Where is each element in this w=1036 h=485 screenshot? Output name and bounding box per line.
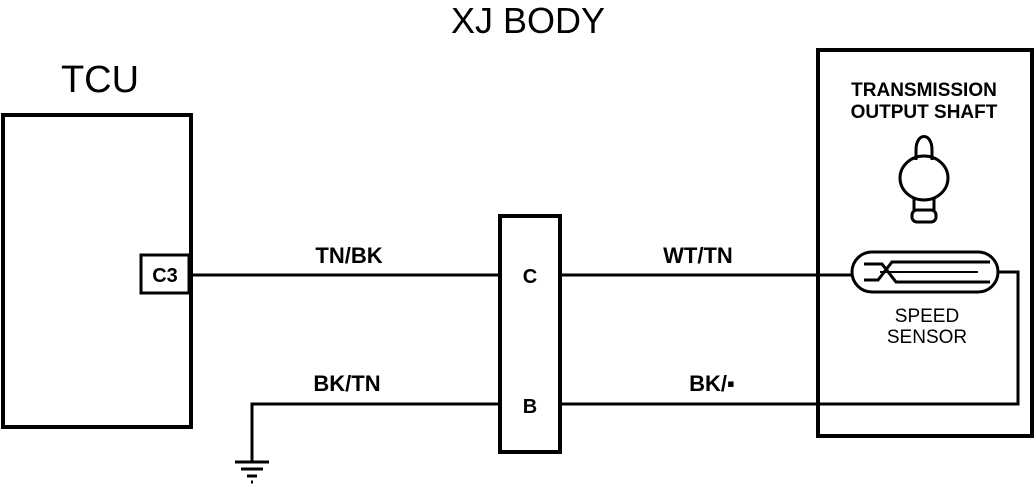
connector-pin-c: C [523, 266, 537, 288]
ground-icon [235, 460, 269, 484]
speed-sensor-label-line1: SPEED [895, 306, 959, 327]
wire-label-wt-tn: WT/TN [663, 243, 733, 268]
tcu-pin-box [139, 253, 191, 295]
connector-pin-b: B [523, 396, 537, 418]
output-shaft-icon [898, 135, 950, 224]
tcu-box [1, 113, 193, 429]
transmission-label-line2: OUTPUT SHAFT [851, 102, 998, 123]
wire-label-bk-tn: BK/TN [313, 371, 380, 396]
wire-connector-to-sensor-b [560, 270, 1020, 406]
transmission-box [816, 48, 1034, 438]
inline-connector [498, 214, 562, 454]
tcu-pin-label: C3 [152, 265, 178, 287]
diagram-title: XJ BODY [451, 0, 605, 41]
speed-sensor-icon [850, 250, 1000, 294]
tcu-label: TCU [61, 59, 139, 101]
wire-label-tn-bk: TN/BK [315, 243, 382, 268]
wire-ground-to-connector [250, 402, 500, 462]
transmission-label-line1: TRANSMISSION [851, 80, 997, 101]
wire-label-bk: BK/▪ [689, 371, 735, 396]
speed-sensor-label-line2: SENSOR [887, 327, 967, 348]
